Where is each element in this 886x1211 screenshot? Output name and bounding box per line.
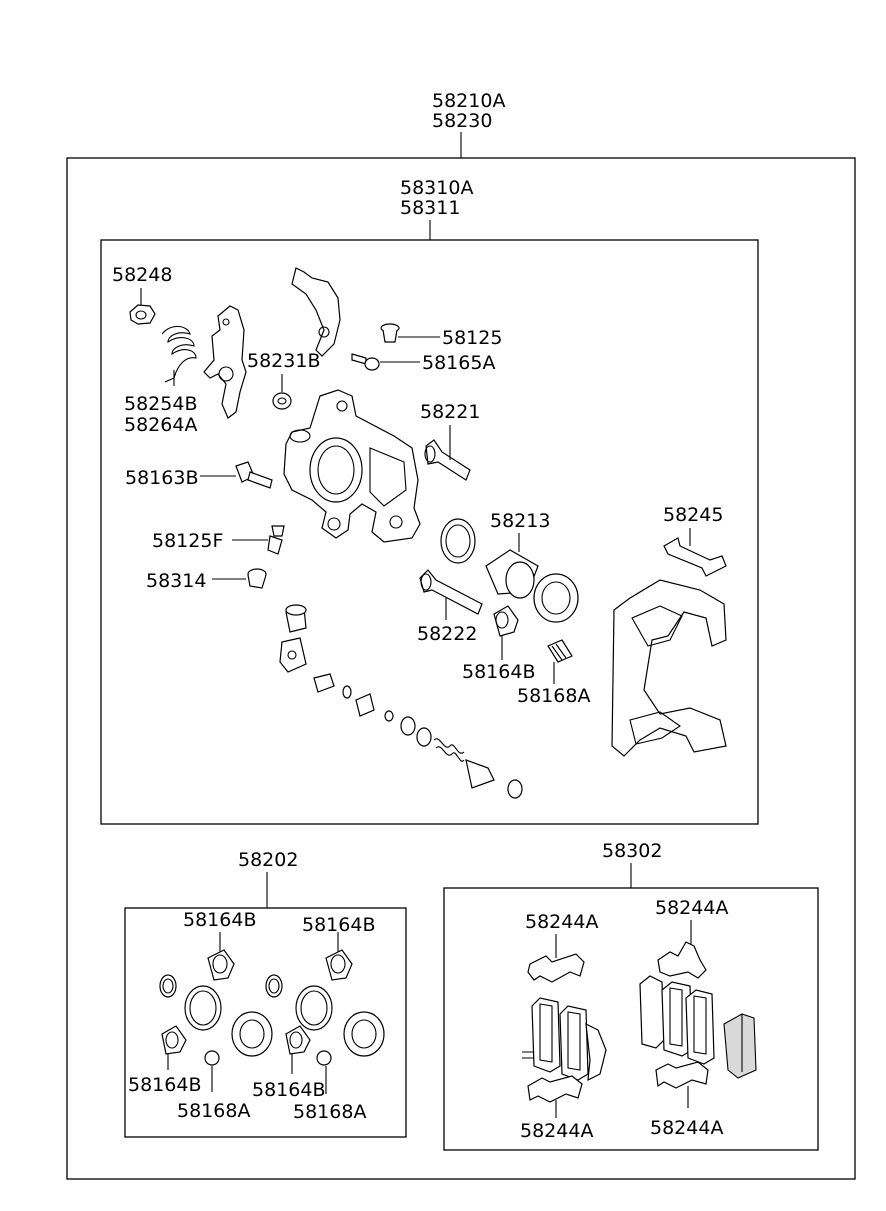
label-caliper-bolt: 58163B (125, 467, 198, 489)
bleeder-part (267, 525, 285, 555)
guide-pin-upper-part (424, 439, 471, 481)
bushing-part (547, 639, 573, 663)
nut-part (129, 304, 156, 325)
label-boot-cap: 58125 (442, 327, 502, 349)
pad-kit-box (443, 887, 819, 1151)
label-bleeder: 58125F (152, 530, 223, 552)
caliper-housing-part (283, 389, 421, 543)
label-caliper-assembly-1: 58310A (400, 177, 473, 199)
piston-part (440, 518, 579, 623)
label-guide-pin-upper: 58221 (420, 401, 480, 423)
label-kit-boot-4: 58164B (252, 1079, 325, 1101)
spring-part (161, 325, 197, 383)
seal-kit-box (124, 907, 407, 1138)
boot-cap-part (380, 323, 400, 343)
label-kit-bushing-1: 58168A (177, 1100, 250, 1122)
small-bolt-part (351, 353, 380, 371)
pad-kit-parts (522, 941, 757, 1103)
label-cap: 58314 (146, 570, 206, 592)
seal-kit-parts (159, 949, 385, 1066)
upper-bracket-part (291, 267, 341, 357)
label-kit-boot-3: 58164B (128, 1074, 201, 1096)
label-main-assembly-1: 58210A (432, 90, 505, 112)
label-kit-boot-1: 58164B (183, 909, 256, 931)
label-kit-boot-2: 58164B (302, 914, 375, 936)
label-bushing: 58168A (517, 685, 590, 707)
label-caliper-assembly-2: 58311 (400, 197, 460, 219)
guide-pin-lower-part (419, 569, 483, 615)
label-pad-kit: 58302 (602, 840, 662, 862)
label-pad-shim-2: 58244A (655, 897, 728, 919)
label-small-bolt: 58165A (422, 352, 495, 374)
washer-part (272, 392, 292, 410)
label-pad-shim-4: 58244A (650, 1117, 723, 1139)
caliper-bracket-part (611, 579, 727, 757)
washer-hole (277, 397, 287, 405)
caliper-bolt-part (235, 461, 273, 489)
adjuster-parts (279, 604, 523, 799)
label-main-assembly-2: 58230 (432, 110, 492, 132)
label-pad-shim-1: 58244A (525, 911, 598, 933)
label-kit-bushing-2: 58168A (293, 1101, 366, 1123)
label-seal-kit: 58202 (238, 849, 298, 871)
label-nut: 58248 (112, 264, 172, 286)
label-spring-1: 58254B (124, 393, 197, 415)
lever-plate-part (203, 305, 247, 419)
label-spring-2: 58264A (124, 414, 197, 436)
cap-part (247, 568, 267, 589)
label-pad-shim-3: 58244A (520, 1120, 593, 1142)
label-guide-pin-lower: 58222 (417, 623, 477, 645)
bracket-clip-part (663, 537, 727, 577)
label-boot: 58164B (462, 661, 535, 683)
label-piston: 58213 (490, 510, 550, 532)
boot-part (493, 605, 519, 637)
label-bracket-clip: 58245 (663, 504, 723, 526)
label-washer: 58231B (247, 350, 320, 372)
